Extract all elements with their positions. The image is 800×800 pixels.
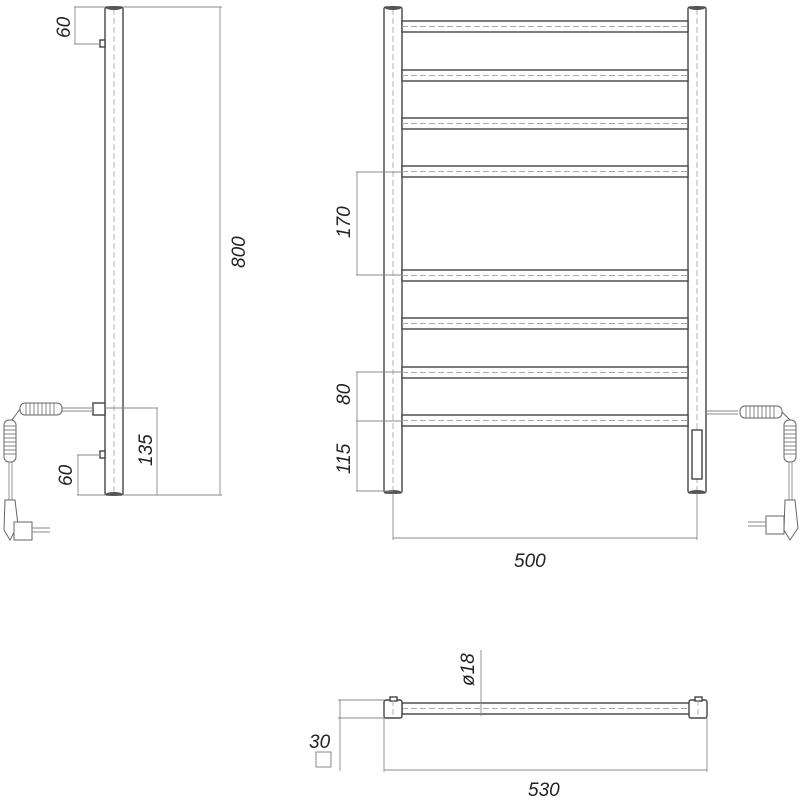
left-post: [383, 6, 403, 494]
side-tube: [104, 6, 124, 496]
dim-tube-diameter-18: ø18: [458, 653, 479, 686]
dim-overall-width-530: 530: [528, 780, 560, 800]
dim-connector-135: 135: [136, 434, 157, 466]
bottom-bracket-nub: [99, 450, 106, 459]
rails: [401, 20, 689, 427]
heating-element: [691, 429, 703, 480]
dim-rail-spacing-80: 80: [334, 383, 355, 405]
dim-top-bracket-60: 60: [54, 16, 75, 38]
power-cable-right: [706, 405, 799, 541]
top-bracket-nub: [99, 39, 106, 48]
power-cable-left: [3, 402, 93, 542]
dim-center-width-500: 500: [514, 551, 546, 572]
top-view: ø18 30 530: [309, 650, 708, 800]
side-view: 60 800 135 60: [3, 6, 250, 542]
dim-bottom-rail-115: 115: [334, 443, 355, 474]
left-cap-nub: [389, 696, 398, 702]
square-profile-icon: [315, 751, 332, 768]
dim-bottom-bracket-60: 60: [56, 464, 77, 486]
dim-overall-height-800: 800: [229, 236, 250, 268]
right-post: [687, 6, 707, 494]
dim-rail-spacing-170: 170: [334, 206, 355, 238]
connector-box: [92, 402, 106, 416]
right-cap-nub: [694, 696, 703, 702]
front-view: 170 80 115 500: [334, 6, 799, 572]
dim-profile-depth-30: 30: [309, 732, 331, 753]
plug-right-icon: [783, 499, 799, 541]
